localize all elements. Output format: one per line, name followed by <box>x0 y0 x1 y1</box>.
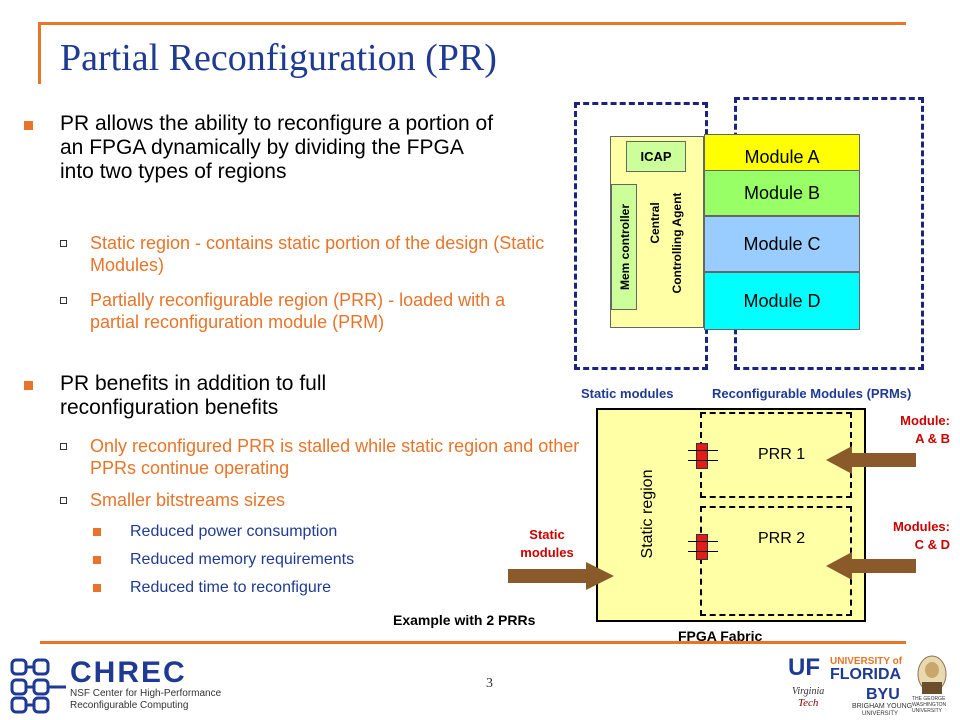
slide-title: Partial Reconfiguration (PR) <box>60 37 497 79</box>
bus-line <box>688 551 718 552</box>
gwu-logo-text-1: THE GEORGE <box>912 696 946 702</box>
vt-logo-text-1: Virginia <box>792 686 825 697</box>
sub-bullet-marker <box>60 297 67 304</box>
module-ab-line-2: A & B <box>915 431 950 446</box>
byu-logo-text-3: UNIVERSITY <box>862 711 899 717</box>
prr-2-label: PRR 2 <box>758 530 806 547</box>
prr-1-label: PRR 1 <box>758 446 806 463</box>
bullet-marker <box>24 381 33 390</box>
module-d: Module D <box>704 272 860 330</box>
frame-bottom-line <box>40 641 906 644</box>
example-caption: Example with 2 PRRs <box>393 612 536 628</box>
gwu-portrait-icon <box>917 655 947 694</box>
sub-bullet-marker <box>60 443 67 450</box>
chrec-subtitle-line-1: NSF Center for High-Performance <box>70 688 222 699</box>
reconfigurable-modules-label: Reconfigurable Modules (PRMs) <box>712 386 912 401</box>
prr-2-region <box>700 506 852 616</box>
chrec-logo-icon <box>10 658 66 714</box>
module-b: Module B <box>704 170 860 216</box>
bullet-1-1: Static region - contains static portion … <box>90 233 545 275</box>
module-c: Module C <box>704 216 860 272</box>
gwu-logo-text: THE GEORGE WASHINGTON UNIVERSITY <box>912 696 946 714</box>
bus-macro-1 <box>696 443 708 469</box>
module-ab-label: Module: A & B <box>840 412 950 448</box>
bus-line <box>688 450 718 451</box>
bullet-marker <box>93 584 101 592</box>
bullet-1-2: Partially reconfigurable region (PRR) - … <box>90 290 506 332</box>
bullet-2-2-1: Reduced power consumption <box>130 523 338 540</box>
arrow-static-modules <box>508 562 614 590</box>
frame-left-line <box>38 22 41 84</box>
module-ab-line-1: Module: <box>900 413 950 428</box>
sub-bullet-marker <box>60 240 67 247</box>
chrec-subtitle-line-2: Reconfigurable Computing <box>70 700 189 711</box>
arrow-module-ab <box>826 446 916 474</box>
bullet-2-2: Smaller bitstreams sizes <box>90 490 286 510</box>
fpga-fabric-label: FPGA Fabric <box>678 628 763 644</box>
mem-controller-block: Mem controller <box>611 184 637 310</box>
bullet-marker <box>93 528 101 536</box>
page-number: 3 <box>486 676 493 691</box>
uf-logo-mark: UF <box>788 654 820 681</box>
gwu-logo-text-2: WASHINGTON <box>912 702 947 708</box>
byu-logo-text-2: BRIGHAM YOUNG <box>852 703 913 710</box>
static-modules-line-2: modules <box>520 545 574 560</box>
static-region-label: Static region <box>639 469 656 559</box>
bullet-2: PR benefits in addition to full reconfig… <box>60 372 327 419</box>
bus-line <box>688 541 718 542</box>
chrec-logo-text: CHREC <box>70 656 187 689</box>
central-agent-label-1: Central <box>648 202 662 244</box>
frame-top-line <box>38 22 906 25</box>
static-modules-input-label: Static modules <box>500 526 594 562</box>
static-modules-label: Static modules <box>581 386 674 401</box>
sub-bullet-marker <box>60 497 67 504</box>
central-agent-label-2: Controlling Agent <box>670 192 684 294</box>
vt-logo-text-2: Tech <box>798 697 819 709</box>
prr-1-region <box>700 412 852 498</box>
gwu-logo-text-3: UNIVERSITY <box>912 708 943 714</box>
bullet-2-2-3: Reduced time to reconfigure <box>130 579 331 596</box>
byu-logo-text-1: BYU <box>866 686 900 703</box>
uf-logo-text-1: UNIVERSITY of <box>830 656 903 667</box>
bullet-1: PR allows the ability to reconfigure a p… <box>60 112 494 183</box>
static-modules-line-1: Static <box>529 527 565 542</box>
bus-macro-2 <box>696 534 708 560</box>
module-cd-line-1: Modules: <box>892 519 950 534</box>
bullet-marker <box>93 556 101 564</box>
bus-line <box>688 460 718 461</box>
chrec-subtitle: NSF Center for High-Performance Reconfig… <box>70 688 221 712</box>
mem-controller-label: Mem controller <box>618 204 632 291</box>
bullet-2-2-2: Reduced memory requirements <box>130 551 355 568</box>
bullet-2-1: Only reconfigured PRR is stalled while s… <box>90 436 580 478</box>
module-cd-label: Modules: C & D <box>840 518 950 554</box>
arrow-module-cd <box>826 552 916 580</box>
bullet-marker <box>24 121 33 130</box>
module-cd-line-2: C & D <box>914 537 950 552</box>
uf-logo-text-2: FLORIDA <box>830 666 902 683</box>
icap-block: ICAP <box>626 141 686 172</box>
